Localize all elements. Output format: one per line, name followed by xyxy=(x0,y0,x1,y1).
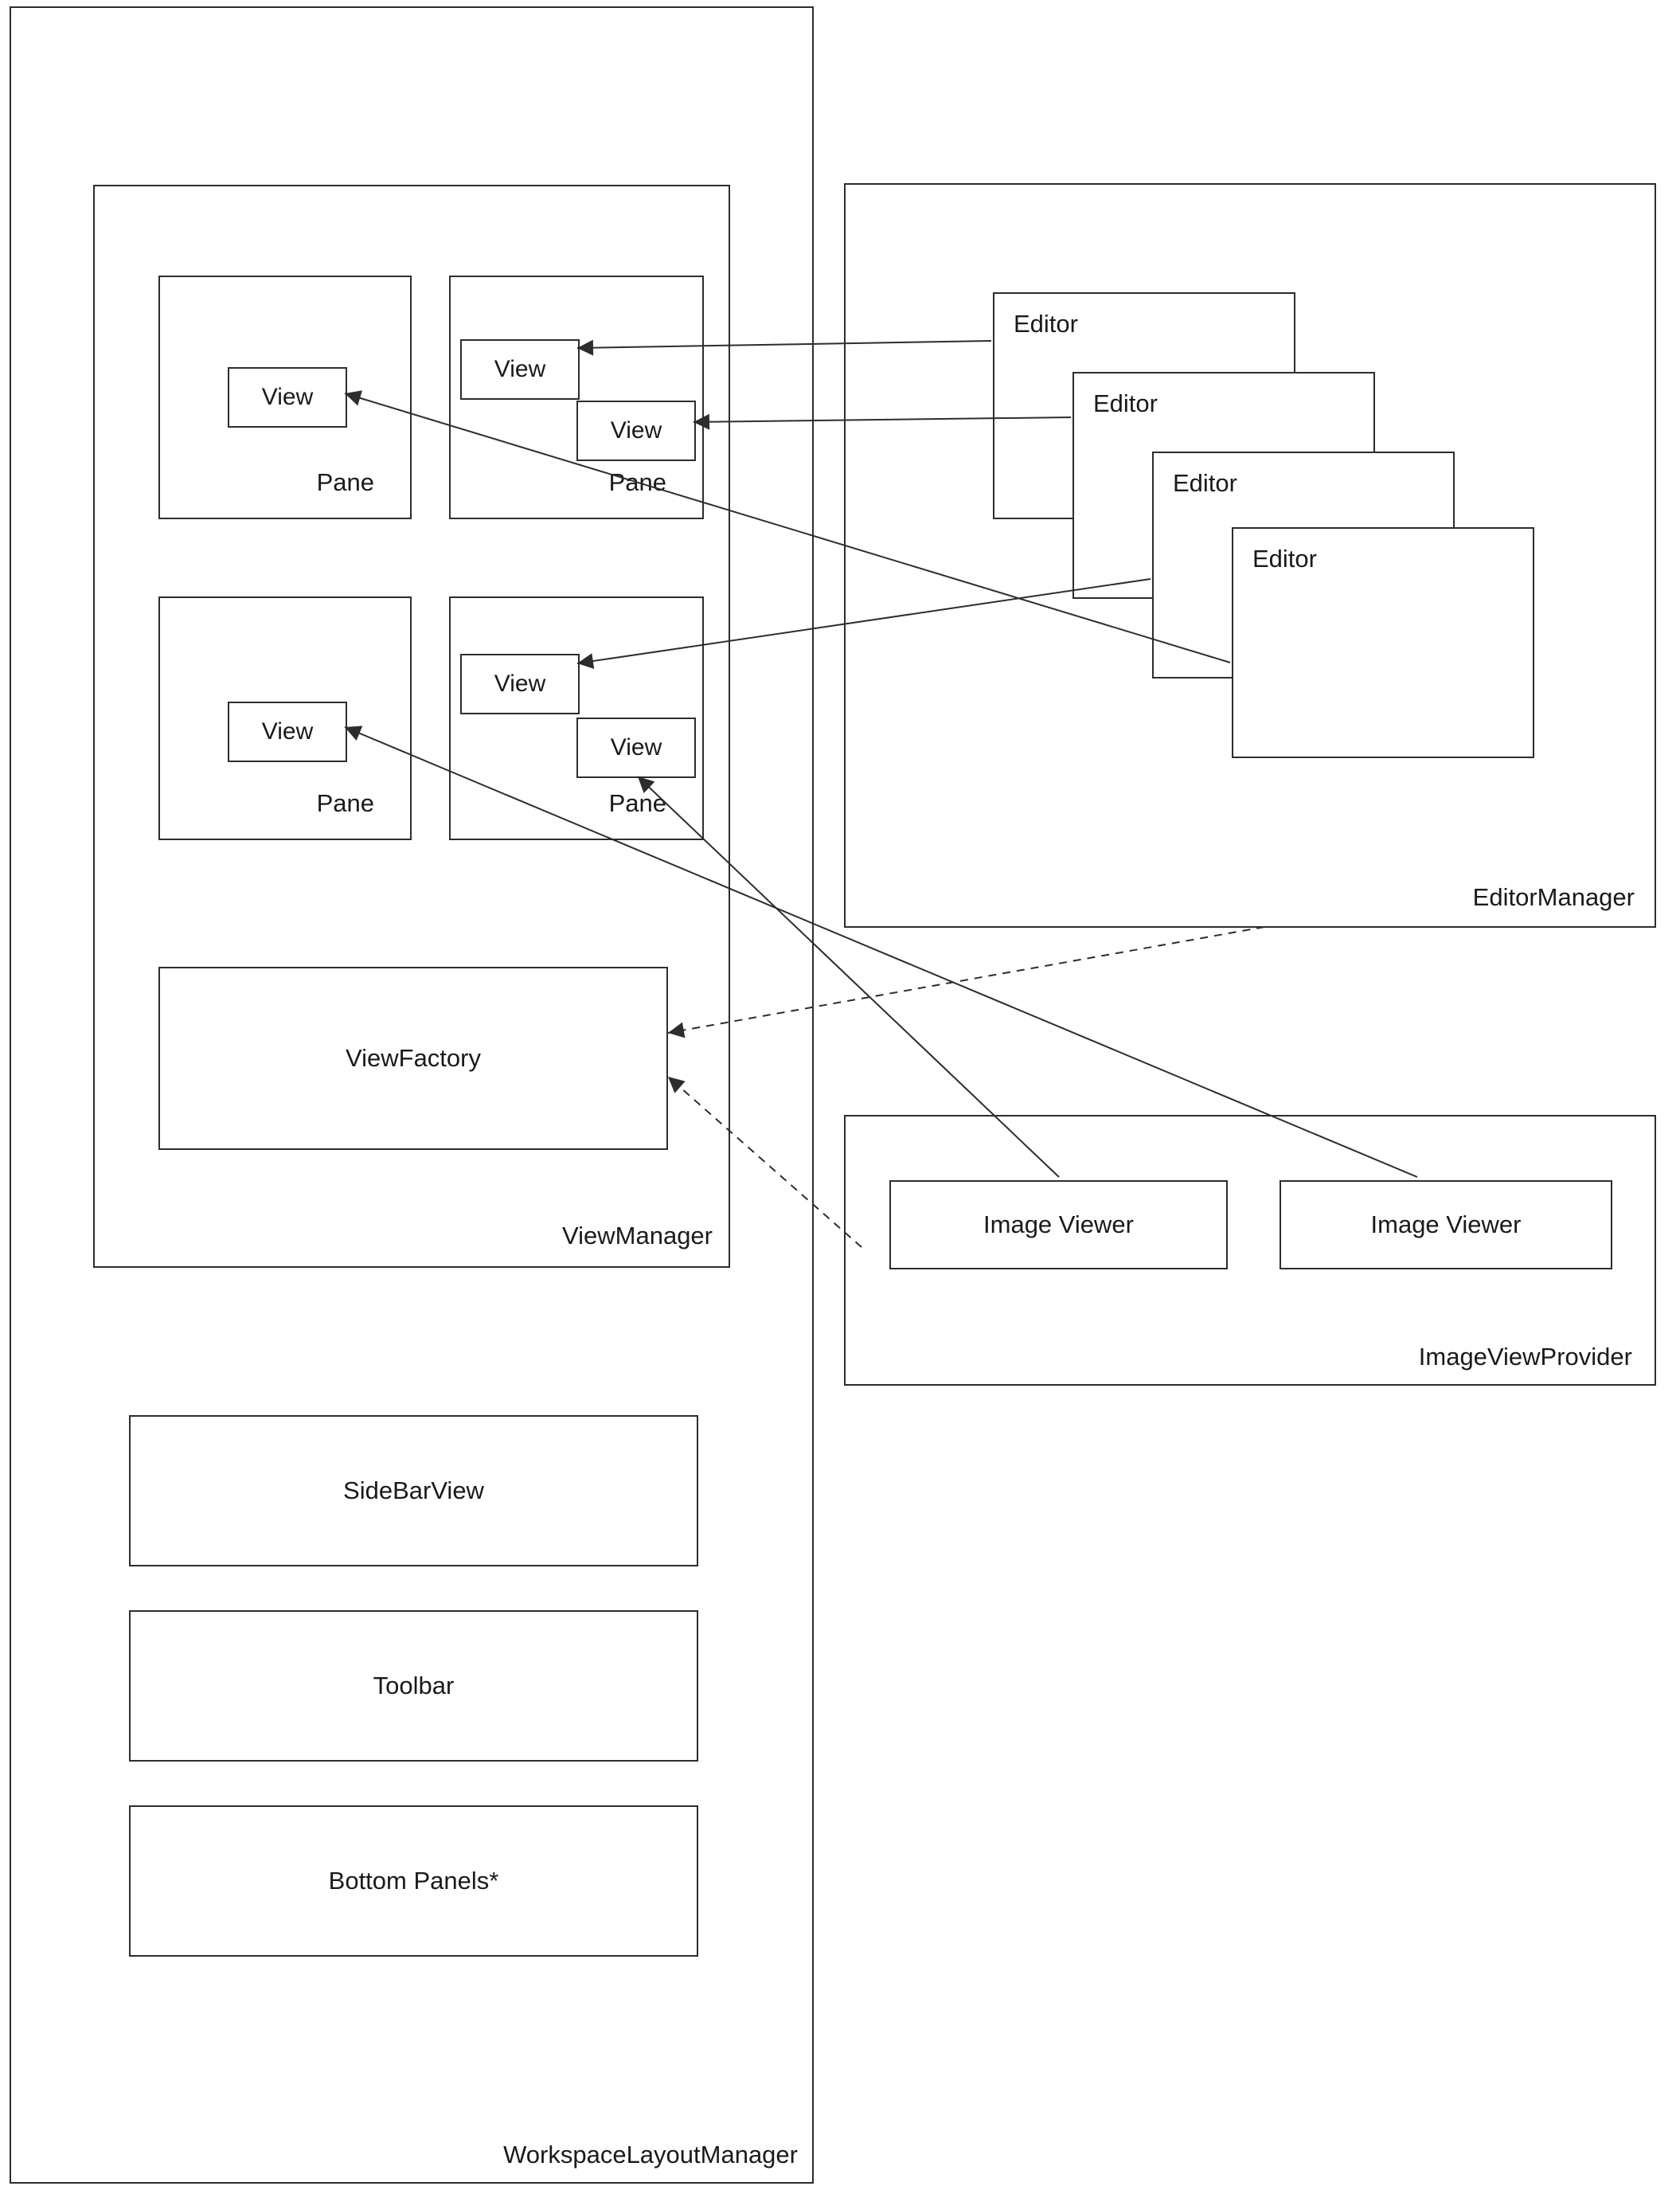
bottom-panels-box: Bottom Panels* xyxy=(129,1805,698,1957)
bottom-panels-label: Bottom Panels* xyxy=(328,1867,499,1895)
workspace-layout-manager-label: WorkspaceLayoutManager xyxy=(503,2141,798,2168)
editor-box: Editor xyxy=(1232,527,1534,758)
editor-label: Editor xyxy=(1093,389,1158,417)
pane-bottom-right: View View Pane xyxy=(449,596,704,840)
pane-label: Pane xyxy=(316,468,374,496)
view-box: View xyxy=(576,718,696,778)
view-box: View xyxy=(576,401,696,461)
editor-label: Editor xyxy=(1252,545,1317,573)
toolbar-box: Toolbar xyxy=(129,1610,698,1762)
view-box: View xyxy=(228,702,347,762)
view-box: View xyxy=(460,339,580,400)
view-factory-label: ViewFactory xyxy=(346,1044,481,1072)
view-manager-box: View Pane View View Pane View Pane xyxy=(93,185,730,1268)
image-viewer-box: Image Viewer xyxy=(889,1180,1228,1269)
image-viewer-label: Image Viewer xyxy=(983,1210,1134,1238)
image-view-provider-box: Image Viewer Image Viewer ImageViewProvi… xyxy=(844,1115,1656,1386)
image-viewer-label: Image Viewer xyxy=(1370,1210,1522,1238)
pane-label: Pane xyxy=(608,468,666,496)
sidebar-view-box: SideBarView xyxy=(129,1415,698,1566)
image-viewer-box: Image Viewer xyxy=(1280,1180,1612,1269)
view-label: View xyxy=(494,671,546,697)
editor-manager-label: EditorManager xyxy=(1472,883,1635,911)
view-box: View xyxy=(460,654,580,714)
image-view-provider-label: ImageViewProvider xyxy=(1418,1343,1632,1371)
sidebar-view-label: SideBarView xyxy=(343,1476,484,1504)
view-label: View xyxy=(261,384,314,410)
pane-bottom-left: View Pane xyxy=(158,596,412,840)
pane-label: Pane xyxy=(316,789,374,817)
pane-top-left: View Pane xyxy=(158,276,412,519)
workspace-layout-manager-box: View Pane View View Pane View Pane xyxy=(10,6,814,2184)
view-factory-box: ViewFactory xyxy=(158,967,668,1150)
view-manager-label: ViewManager xyxy=(562,1222,713,1249)
view-label: View xyxy=(261,718,314,745)
view-label: View xyxy=(494,356,546,382)
toolbar-label: Toolbar xyxy=(373,1672,455,1699)
view-box: View xyxy=(228,367,347,428)
editor-label: Editor xyxy=(1014,310,1078,338)
view-label: View xyxy=(610,734,662,761)
pane-label: Pane xyxy=(608,789,666,817)
view-label: View xyxy=(610,417,662,444)
editor-manager-box: Editor Editor Editor Editor EditorManage… xyxy=(844,183,1656,928)
pane-top-right: View View Pane xyxy=(449,276,704,519)
editor-label: Editor xyxy=(1173,469,1237,497)
